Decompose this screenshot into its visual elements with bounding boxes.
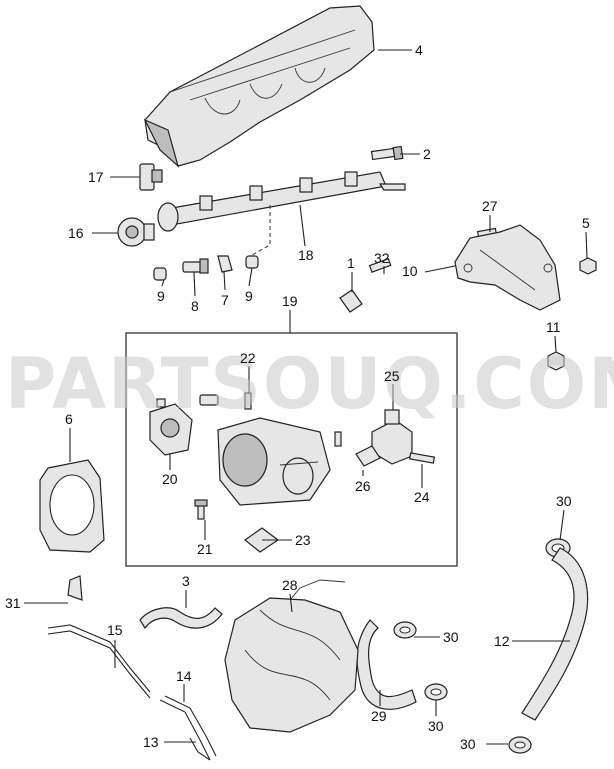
callout-8: 8: [191, 298, 199, 314]
bracket-part-10[interactable]: [454, 224, 561, 311]
injector-part-8[interactable]: [182, 258, 209, 274]
watermark-logo: PARTSOUQ.COM: [5, 343, 614, 425]
pipe-part-15[interactable]: [47, 624, 151, 699]
hose-clamp-part-30-middle-lower[interactable]: [424, 683, 448, 701]
callout-5: 5: [582, 215, 590, 231]
callout-26: 26: [355, 478, 371, 494]
gasket-part-6[interactable]: [39, 459, 105, 553]
throttle-position-sensor-part-20[interactable]: [149, 398, 193, 456]
callout-10: 10: [402, 263, 418, 279]
callout-2: 2: [423, 146, 431, 162]
clip-part-7[interactable]: [217, 255, 233, 273]
pipe-part-13[interactable]: [189, 737, 211, 761]
pipe-part-14[interactable]: [159, 695, 217, 761]
throttle-body-assembly-box-19: [125, 332, 458, 567]
callout-20: 20: [162, 471, 178, 487]
nut-part-5[interactable]: [579, 257, 597, 275]
leader-lines: [24, 49, 588, 745]
callout-9-left: 9: [157, 288, 165, 304]
callout-1: 1: [347, 255, 355, 271]
callout-30-bottom: 30: [460, 736, 476, 752]
callout-6: 6: [65, 411, 73, 427]
callout-32: 32: [374, 250, 390, 266]
callout-22: 22: [240, 350, 256, 366]
hose-part-12[interactable]: [521, 547, 589, 721]
throttle-body[interactable]: [217, 417, 331, 506]
gasket-part-26[interactable]: [355, 445, 381, 467]
bolt-part-24[interactable]: [408, 452, 436, 464]
intake-cover-part-4[interactable]: [143, 5, 375, 168]
callout-16: 16: [68, 225, 84, 241]
callout-18: 18: [298, 247, 314, 263]
callout-28: 28: [282, 577, 298, 593]
callout-24: 24: [414, 489, 430, 505]
callout-13: 13: [143, 734, 159, 750]
callout-30-upper: 30: [556, 493, 572, 509]
bolt-part-32[interactable]: [368, 257, 392, 273]
callout-14: 14: [176, 668, 192, 684]
screw-part-22[interactable]: [199, 392, 252, 410]
callout-25: 25: [384, 368, 400, 384]
fuel-rail-part-18[interactable]: [157, 171, 406, 256]
hose-clamp-part-30-middle-upper[interactable]: [393, 621, 417, 639]
screw-part-21[interactable]: [194, 499, 208, 520]
callout-27: 27: [482, 198, 498, 214]
callout-3: 3: [182, 573, 190, 589]
pressure-regulator-part-16[interactable]: [117, 217, 155, 247]
hose-clamp-part-30-bottom[interactable]: [508, 736, 532, 754]
hose-part-3[interactable]: [139, 607, 223, 630]
callout-30-middle-lower: 30: [428, 718, 444, 734]
o-ring-part-9-right[interactable]: [245, 255, 259, 269]
callout-31: 31: [5, 595, 21, 611]
callout-23: 23: [295, 532, 311, 548]
callout-labels: 4 2 17 16 18 9 8 7 9 1 32 27 10 5 11 19 …: [5, 42, 590, 752]
hose-part-31[interactable]: [67, 575, 83, 601]
callout-21: 21: [197, 541, 213, 557]
part-17-clip[interactable]: [139, 163, 163, 191]
callout-30-middle-upper: 30: [443, 629, 459, 645]
bolt-part-2[interactable]: [370, 145, 404, 161]
o-ring-part-9-left[interactable]: [153, 267, 167, 281]
callout-12: 12: [494, 633, 510, 649]
callout-17: 17: [88, 169, 104, 185]
callout-7: 7: [221, 292, 229, 308]
wiring-harness-part-28[interactable]: [224, 579, 359, 733]
callout-29: 29: [371, 708, 387, 724]
callout-4: 4: [415, 42, 423, 58]
callout-15: 15: [107, 622, 123, 638]
callout-19: 19: [282, 293, 298, 309]
bolt-near-part-25[interactable]: [334, 431, 342, 447]
idle-speed-valve-part-25[interactable]: [371, 409, 413, 465]
callout-11: 11: [546, 319, 561, 335]
bracket-part-1[interactable]: [339, 289, 363, 313]
callout-9-right: 9: [245, 288, 253, 304]
